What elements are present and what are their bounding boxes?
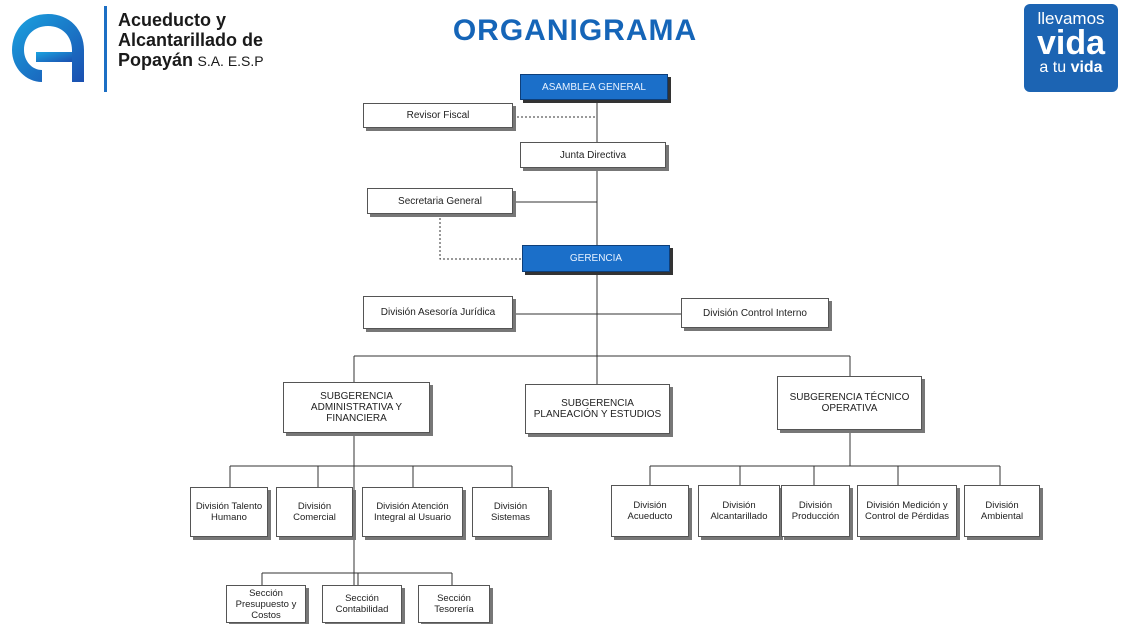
slogan-line2: vida <box>1036 24 1106 62</box>
slogan-line3: a tu vida <box>1024 59 1118 77</box>
logo-divider <box>104 6 107 92</box>
slogan-badge: llevamos vida a tu vida <box>1024 4 1118 92</box>
division-ambiental-box: División Ambiental <box>964 485 1040 537</box>
control-interno-box: División Control Interno <box>681 298 829 328</box>
secretaria-gerencia-connector <box>439 214 522 260</box>
company-name-line2: Alcantarillado de <box>118 30 264 50</box>
secretaria-general-box: Secretaria General <box>367 188 513 214</box>
company-name-line3: Popayán <box>118 50 194 70</box>
company-name-suffix: S.A. E.S.P <box>197 53 264 69</box>
company-logo-icon <box>12 14 84 82</box>
division-acueducto-box: División Acueducto <box>611 485 689 537</box>
division-produccion-box: División Producción <box>781 485 850 537</box>
company-name: Acueducto y Alcantarillado de Popayán S.… <box>118 10 264 72</box>
slogan-line3a: a tu <box>1039 59 1071 76</box>
seccion-tesoreria-box: Sección Tesorería <box>418 585 490 623</box>
junta-directiva-box: Junta Directiva <box>520 142 666 168</box>
gerencia-box: GERENCIA <box>522 245 670 272</box>
page-title: ORGANIGRAMA <box>452 14 698 47</box>
subgerencia-planeacion-box: SUBGERENCIA PLANEACIÓN Y ESTUDIOS <box>525 384 670 434</box>
division-atencion-usuario-box: División Atención Integral al Usuario <box>362 487 463 537</box>
division-alcantarillado-box: División Alcantarillado <box>698 485 780 537</box>
subgerencia-tecnico-box: SUBGERENCIA TÉCNICO OPERATIVA <box>777 376 922 430</box>
revisor-fiscal-box: Revisor Fiscal <box>363 103 513 128</box>
subgerencia-administrativa-box: SUBGERENCIA ADMINISTRATIVA Y FINANCIERA <box>283 382 430 433</box>
division-talento-humano-box: División Talento Humano <box>190 487 268 537</box>
slogan-line1: llevamos <box>1037 9 1105 28</box>
division-sistemas-box: División Sistemas <box>472 487 549 537</box>
asesoria-juridica-box: División Asesoría Jurídica <box>363 296 513 329</box>
division-comercial-box: División Comercial <box>276 487 353 537</box>
slogan-line3b: vida <box>1070 59 1103 76</box>
seccion-presupuesto-box: Sección Presupuesto y Costos <box>226 585 306 623</box>
asamblea-general-box: ASAMBLEA GENERAL <box>520 74 668 100</box>
division-medicion-box: División Medición y Control de Pérdidas <box>857 485 957 537</box>
seccion-contabilidad-box: Sección Contabilidad <box>322 585 402 623</box>
company-name-line1: Acueducto y <box>118 10 227 30</box>
